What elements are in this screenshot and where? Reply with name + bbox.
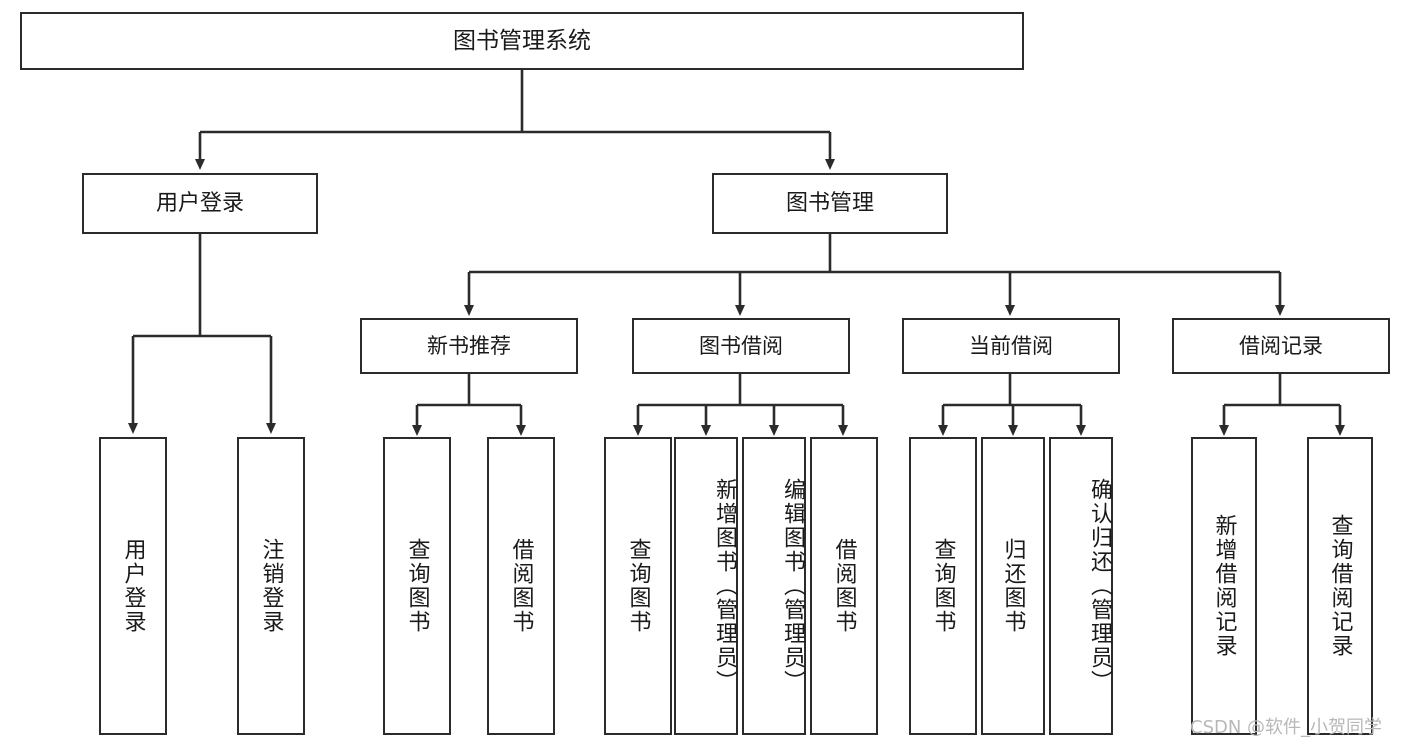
- node-leaf-edit-book-label: 编辑图书（管理员）: [780, 478, 805, 694]
- node-new-book-rec[interactable]: 新书推荐: [360, 318, 578, 374]
- node-leaf-user-logout[interactable]: 注销登录: [237, 437, 305, 735]
- node-leaf-borrow-book-1[interactable]: 借阅图书: [487, 437, 555, 735]
- node-book-borrow[interactable]: 图书借阅: [632, 318, 850, 374]
- node-leaf-query-record-label: 查询借阅记录: [1327, 514, 1353, 658]
- node-leaf-query-book-2[interactable]: 查询图书: [604, 437, 672, 735]
- node-book-borrow-label: 图书借阅: [699, 333, 783, 358]
- node-leaf-return-book-label: 归还图书: [1000, 538, 1026, 634]
- node-leaf-add-book[interactable]: 新增图书（管理员）: [674, 437, 738, 735]
- node-root-label: 图书管理系统: [453, 27, 591, 54]
- node-leaf-query-book-1[interactable]: 查询图书: [383, 437, 451, 735]
- node-leaf-user-login[interactable]: 用户登录: [99, 437, 167, 735]
- node-book-manage-label: 图书管理: [785, 190, 874, 216]
- csdn-watermark: CSDN @软件_小贺同学: [1190, 717, 1383, 738]
- node-root[interactable]: 图书管理系统: [20, 12, 1024, 70]
- node-leaf-user-login-label: 用户登录: [120, 538, 146, 634]
- node-leaf-query-book-3[interactable]: 查询图书: [909, 437, 977, 735]
- node-leaf-borrow-book-1-label: 借阅图书: [508, 538, 534, 634]
- node-borrow-record[interactable]: 借阅记录: [1172, 318, 1390, 374]
- node-user-login[interactable]: 用户登录: [82, 173, 318, 234]
- node-book-manage[interactable]: 图书管理: [712, 173, 948, 234]
- node-leaf-borrow-book-2[interactable]: 借阅图书: [810, 437, 878, 735]
- node-current-borrow[interactable]: 当前借阅: [902, 318, 1120, 374]
- node-leaf-confirm-return[interactable]: 确认归还（管理员）: [1049, 437, 1113, 735]
- node-leaf-confirm-return-label: 确认归还（管理员）: [1087, 478, 1112, 694]
- node-leaf-add-record-label: 新增借阅记录: [1211, 514, 1237, 658]
- node-leaf-query-book-1-label: 查询图书: [404, 538, 430, 634]
- node-leaf-edit-book[interactable]: 编辑图书（管理员）: [742, 437, 806, 735]
- node-leaf-add-record[interactable]: 新增借阅记录: [1191, 437, 1257, 735]
- node-leaf-add-book-label: 新增图书（管理员）: [712, 478, 737, 694]
- node-leaf-query-record[interactable]: 查询借阅记录: [1307, 437, 1373, 735]
- node-user-login-label: 用户登录: [155, 190, 244, 216]
- node-leaf-query-book-2-label: 查询图书: [625, 538, 651, 634]
- node-borrow-record-label: 借阅记录: [1239, 333, 1323, 358]
- node-leaf-return-book[interactable]: 归还图书: [981, 437, 1045, 735]
- node-current-borrow-label: 当前借阅: [969, 333, 1053, 358]
- node-leaf-query-book-3-label: 查询图书: [930, 538, 956, 634]
- node-new-book-rec-label: 新书推荐: [427, 333, 511, 358]
- node-leaf-borrow-book-2-label: 借阅图书: [831, 538, 857, 634]
- node-leaf-user-logout-label: 注销登录: [258, 538, 284, 634]
